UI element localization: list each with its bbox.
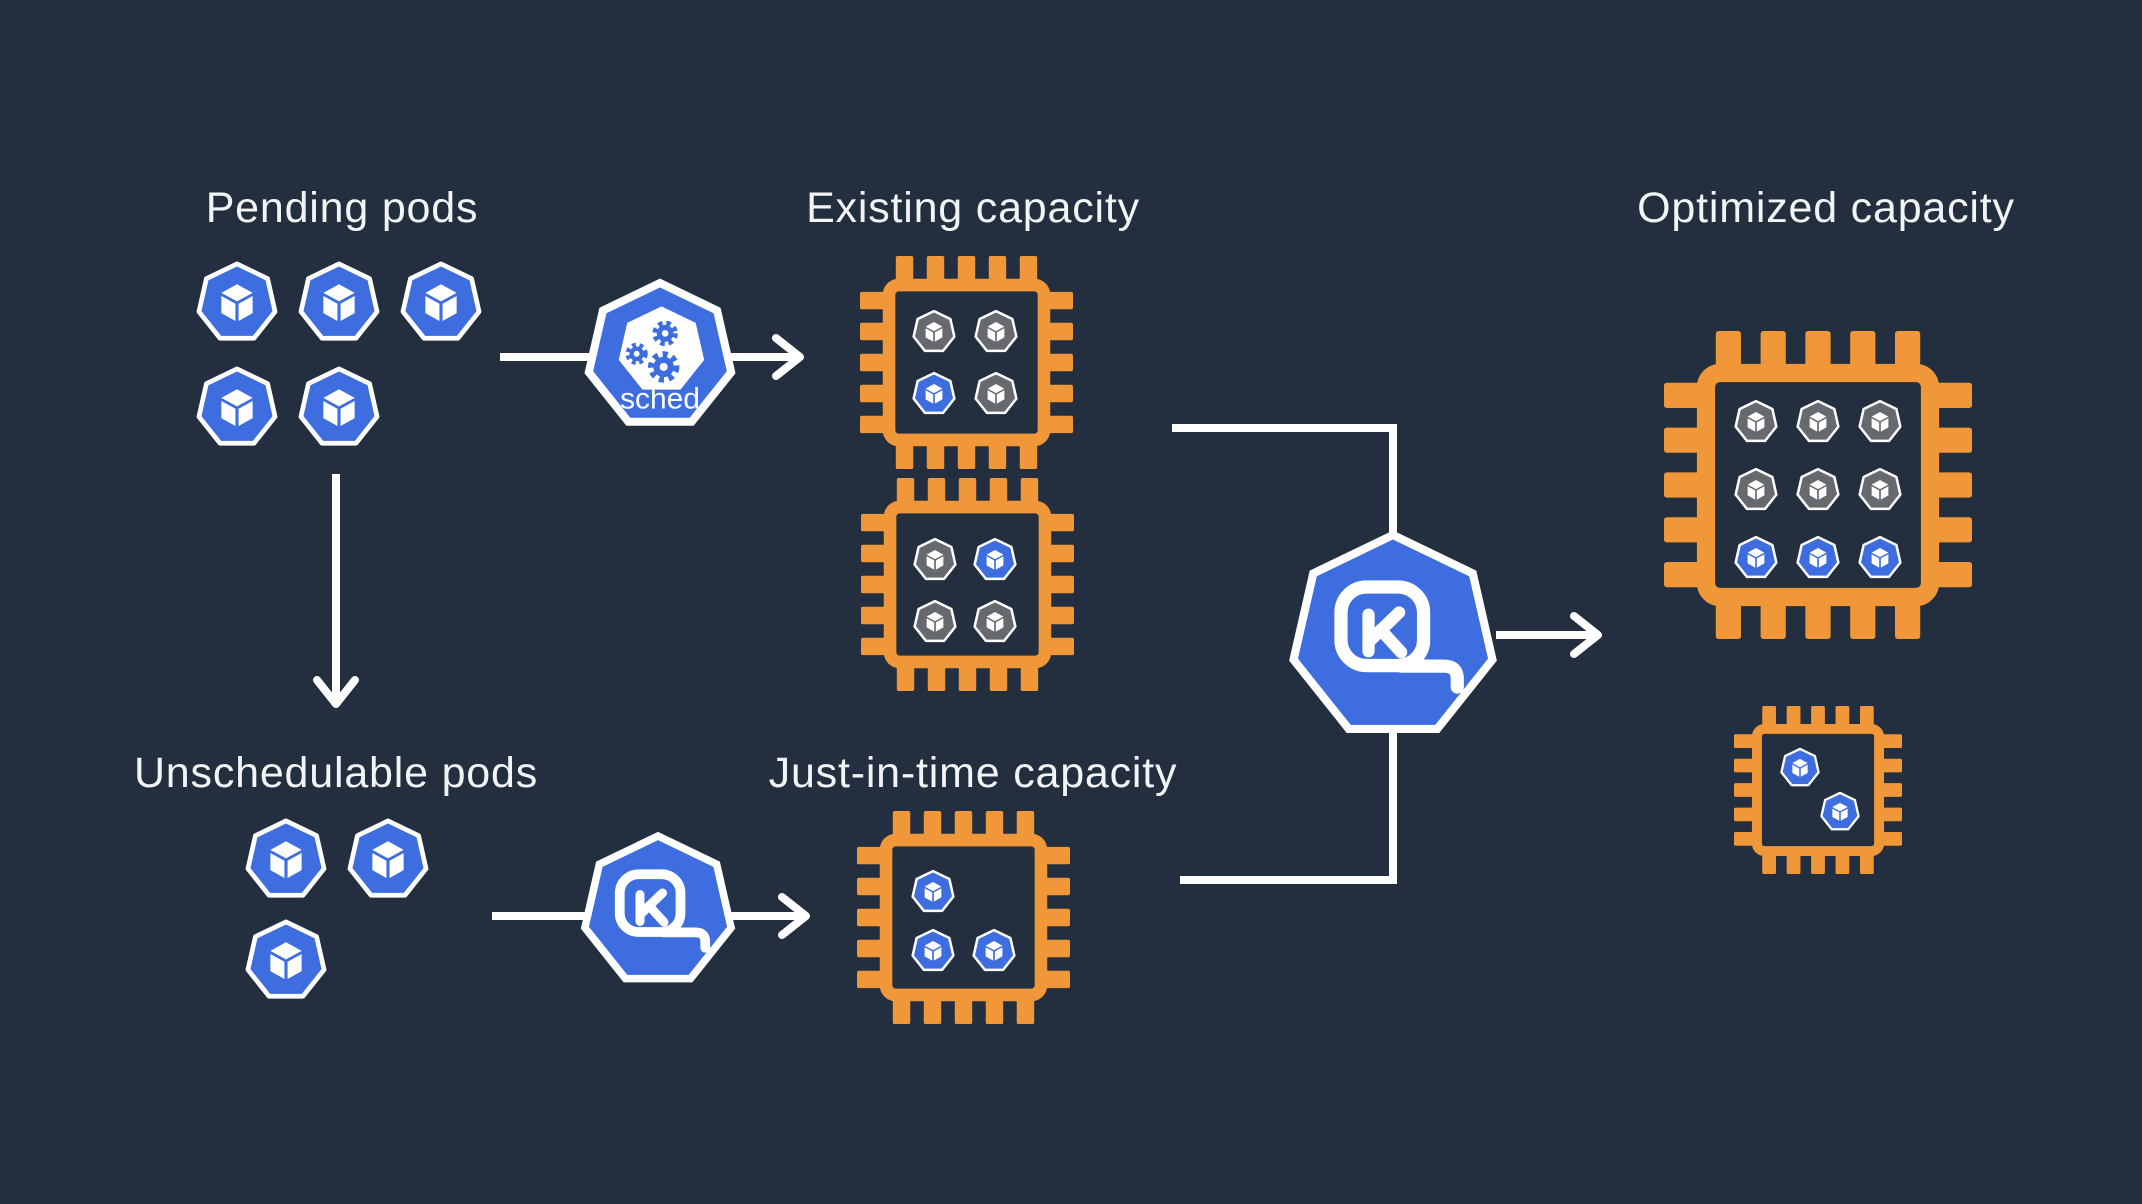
pod-icon [973, 599, 1017, 643]
pod-icon [301, 264, 377, 338]
pod-icon [199, 264, 275, 338]
pending-pods-title: Pending pods [206, 184, 479, 232]
pod-icon [912, 309, 956, 353]
pod-icon [199, 369, 275, 443]
optimized-capacity-title: Optimized capacity [1637, 184, 2015, 232]
pod-icon [1796, 399, 1840, 443]
existing-capacity-title: Existing capacity [806, 184, 1140, 232]
pod-icon [1858, 467, 1902, 511]
karpenter-heptagon [1294, 535, 1493, 729]
pod-icon [350, 821, 426, 895]
pod-icon [973, 537, 1017, 581]
pod-icon [974, 371, 1018, 415]
pod-icon [972, 928, 1016, 972]
pod-icon [1820, 791, 1860, 831]
pod-icon [912, 371, 956, 415]
karpenter-icon-large [1294, 535, 1493, 729]
gear-icon [625, 342, 648, 365]
pod-icon [913, 537, 957, 581]
pod-icon [1734, 535, 1778, 579]
gear-icon [647, 351, 680, 383]
optimized-capacity-chip-large [1664, 331, 1972, 639]
connector-jit-to-karpenter [1180, 728, 1397, 884]
pod-icon [974, 309, 1018, 353]
pod-icon [1796, 535, 1840, 579]
pod-icon [248, 821, 324, 895]
kube-scheduler-icon: sched [589, 283, 731, 422]
connector-existing-to-karpenter [1172, 424, 1397, 534]
scheduler-label: sched [620, 383, 700, 416]
pod-icon [1796, 467, 1840, 511]
unschedulable-pods-title: Unschedulable pods [134, 749, 538, 797]
karpenter-heptagon [585, 836, 731, 979]
pod-icon [1858, 535, 1902, 579]
pod-icon [1734, 467, 1778, 511]
pod-icon [1858, 399, 1902, 443]
karpenter-icon [585, 836, 731, 979]
pod-icon [248, 922, 324, 996]
pod-icon [1780, 747, 1820, 787]
pod-icon [1734, 399, 1778, 443]
pod-icon [403, 264, 479, 338]
pod-icon [301, 369, 377, 443]
pod-icon [911, 928, 955, 972]
jit-capacity-title: Just-in-time capacity [769, 749, 1178, 797]
pod-icon [913, 599, 957, 643]
pod-icon [911, 869, 955, 913]
